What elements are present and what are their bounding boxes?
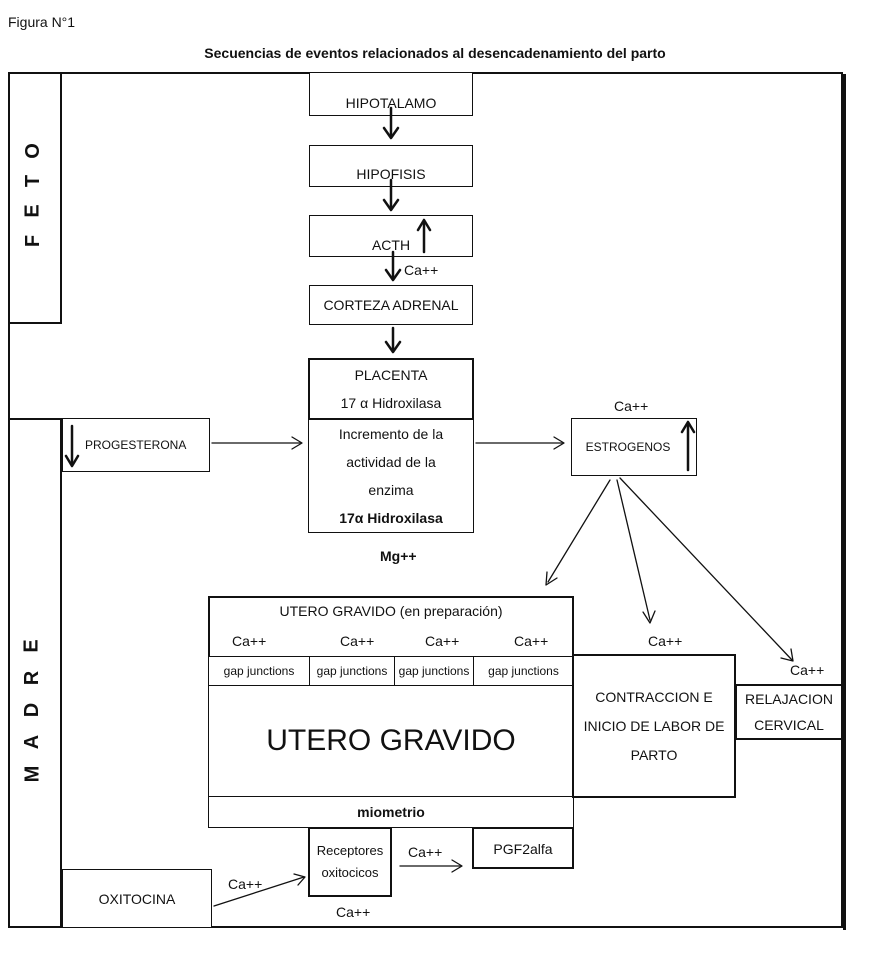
gap-junctions-2: gap junctions [309, 656, 395, 686]
ca-receptores-right-label: Ca++ [408, 844, 443, 860]
diagram-title: Secuencias de eventos relacionados al de… [204, 45, 666, 61]
gap-junctions-4: gap junctions [473, 656, 574, 686]
contraccion-box: CONTRACCION E INICIO DE LABOR DE PARTO [572, 654, 736, 798]
hipofisis-box: HIPOFISIS [309, 145, 473, 187]
ca-utero-2: Ca++ [340, 633, 375, 649]
mg-label: Mg++ [380, 548, 417, 564]
estrogenos-box: ESTROGENOS [571, 418, 697, 476]
placenta-box: PLACENTA 17 α Hidroxilasa [308, 358, 474, 420]
relajacion-box: RELAJACION CERVICAL [735, 684, 843, 740]
ca-acth-label: Ca++ [404, 262, 439, 278]
miometrio-box: miometrio [208, 796, 574, 828]
ca-receptores-bottom-label: Ca++ [336, 904, 371, 920]
oxitocina-box: OXITOCINA [62, 869, 212, 928]
ca-estrogenos-label: Ca++ [614, 398, 649, 414]
acth-box: ACTH [309, 215, 473, 257]
ca-utero-4: Ca++ [514, 633, 549, 649]
ca-utero-1: Ca++ [232, 633, 267, 649]
feto-label: O T E F [22, 143, 44, 248]
madre-label: E R D A M [20, 639, 43, 783]
ca-oxitocina-label: Ca++ [228, 876, 263, 892]
gap-junctions-1: gap junctions [208, 656, 310, 686]
utero-prep-title: UTERO GRAVIDO (en preparación) [279, 603, 503, 619]
feto-column [8, 72, 62, 324]
ca-contraccion-label: Ca++ [648, 633, 683, 649]
ca-utero-3: Ca++ [425, 633, 460, 649]
hipotalamo-box: HIPOTALAMO [309, 72, 473, 116]
utero-gravido-box: UTERO GRAVIDO [208, 685, 574, 797]
pgf2alfa-box: PGF2alfa [472, 827, 574, 869]
progesterona-box: PROGESTERONA [62, 418, 210, 472]
receptores-box: Receptores oxitocicos [308, 827, 392, 897]
corteza-adrenal-box: CORTEZA ADRENAL [309, 285, 473, 325]
incremento-box: Incremento de la actividad de la enzima … [308, 419, 474, 533]
ca-relajacion-label: Ca++ [790, 662, 825, 678]
frame-shadow [843, 74, 846, 930]
madre-column [8, 418, 62, 928]
gap-junctions-3: gap junctions [394, 656, 474, 686]
figure-label: Figura N°1 [8, 14, 76, 30]
